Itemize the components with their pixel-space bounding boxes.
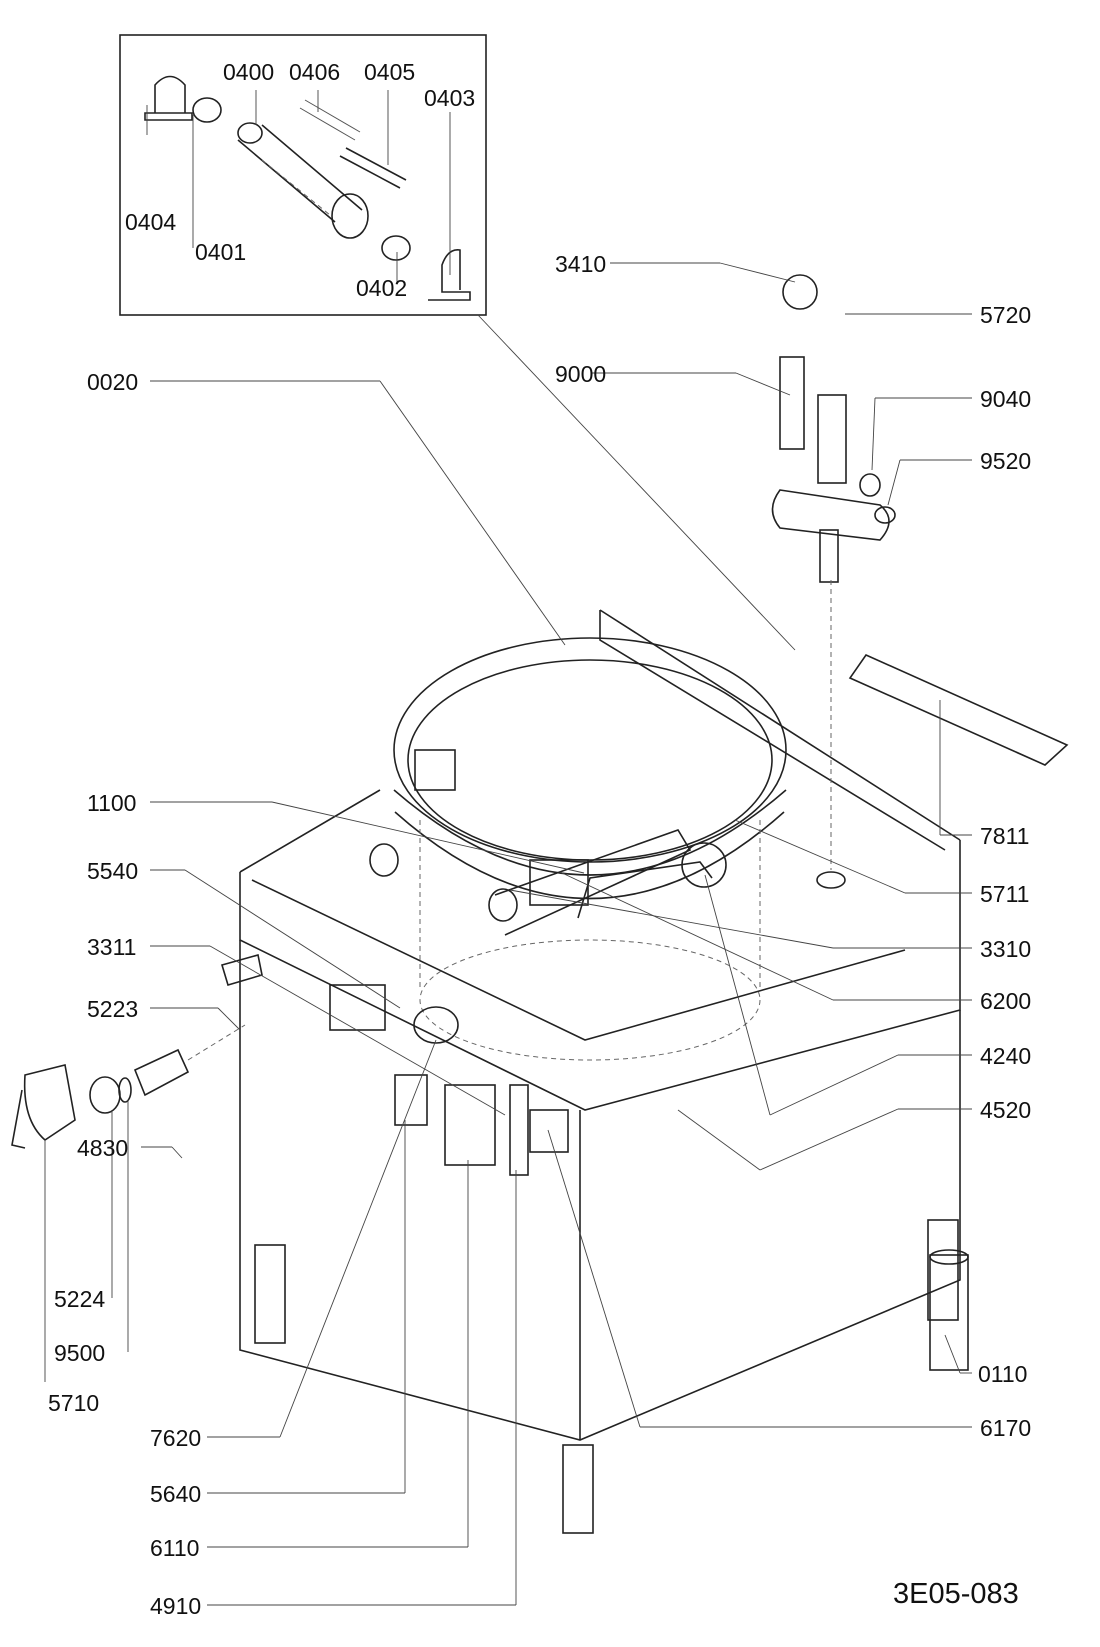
label-1100: 1100 [87, 790, 137, 816]
label-6170: 6170 [980, 1415, 1032, 1441]
label-5224: 5224 [54, 1286, 106, 1312]
label-0020: 0020 [87, 369, 139, 395]
label-4830: 4830 [77, 1135, 129, 1161]
inset-parts [144, 75, 471, 301]
label-9520: 9520 [980, 448, 1032, 474]
label-0110: 0110 [978, 1361, 1028, 1387]
label-4520: 4520 [980, 1097, 1032, 1123]
label-5710: 5710 [48, 1390, 100, 1416]
label-9000: 9000 [555, 361, 607, 387]
label-3310: 3310 [980, 936, 1032, 962]
label-4910: 4910 [150, 1593, 202, 1619]
label-5540: 5540 [87, 858, 139, 884]
label-9500: 9500 [54, 1340, 106, 1366]
label-0402: 0402 [356, 275, 408, 301]
label-0406: 0406 [289, 59, 341, 85]
label-7811: 7811 [980, 823, 1030, 849]
spare-leg [929, 1249, 969, 1371]
label-3311: 3311 [87, 934, 137, 960]
label-9040: 9040 [980, 386, 1032, 412]
label-0401: 0401 [195, 239, 247, 265]
label-7620: 7620 [150, 1425, 202, 1451]
label-0405: 0405 [364, 59, 416, 85]
cabinet-body [239, 609, 961, 1441]
label-0403: 0403 [424, 85, 476, 111]
label-5720: 5720 [980, 302, 1032, 328]
valve-assembly [771, 274, 896, 889]
label-3410: 3410 [555, 251, 607, 277]
label-5711: 5711 [980, 881, 1030, 907]
drain-parts [11, 953, 263, 1149]
inset-frame [119, 34, 487, 316]
kettle-lid [393, 637, 787, 919]
label-0400: 0400 [223, 59, 275, 85]
label-6200: 6200 [980, 988, 1032, 1014]
document-id: 3E05-083 [893, 1578, 1019, 1610]
label-5640: 5640 [150, 1481, 202, 1507]
label-5223: 5223 [87, 996, 139, 1022]
leader-lines [44, 90, 972, 1606]
control-components [329, 749, 727, 1176]
label-6110: 6110 [150, 1535, 200, 1561]
cabinet-legs [254, 1219, 959, 1534]
label-4240: 4240 [980, 1043, 1032, 1069]
handle-part [848, 653, 1069, 766]
label-0404: 0404 [125, 209, 177, 235]
